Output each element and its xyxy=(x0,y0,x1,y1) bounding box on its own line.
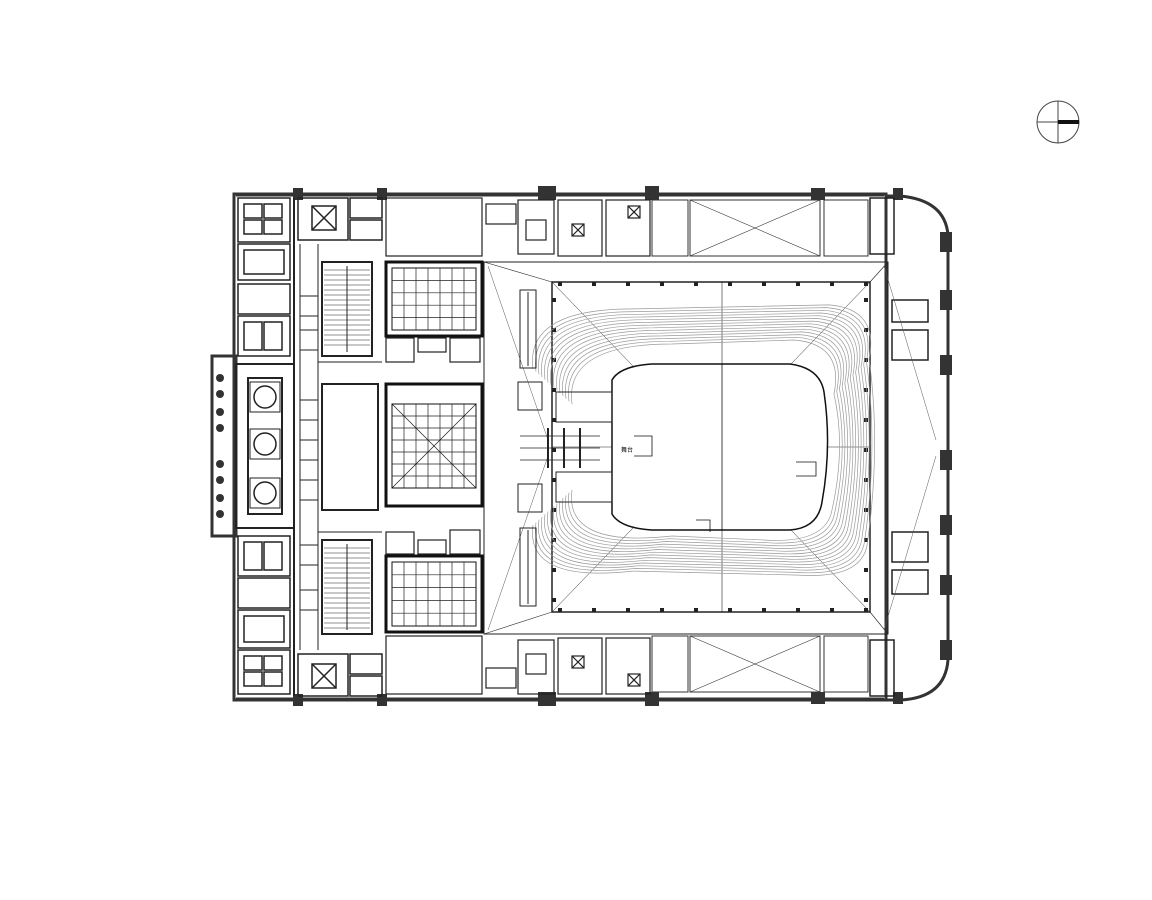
stage-axis xyxy=(634,364,817,532)
right-side-rooms xyxy=(869,197,929,697)
service-blocks-left xyxy=(297,197,383,697)
wing-diagonals xyxy=(487,265,937,631)
perimeter-piers xyxy=(293,186,952,706)
service-cores-top xyxy=(517,199,651,695)
seating-contours xyxy=(532,304,875,576)
left-corridor xyxy=(293,198,319,696)
small-rooms-center-left xyxy=(385,197,517,695)
central-hall xyxy=(318,361,382,533)
left-wing-rooms xyxy=(237,197,291,695)
stage-column-markers xyxy=(552,282,868,612)
left-facade-columns xyxy=(216,374,224,518)
inner-stage-floor xyxy=(611,363,829,531)
proscenium-steps xyxy=(520,428,600,468)
left-entrance-hall xyxy=(235,363,295,529)
side-stages xyxy=(651,199,869,693)
proscenium-platforms xyxy=(517,289,613,607)
stage-label: 舞台 xyxy=(621,446,633,454)
north-arrow-icon xyxy=(1036,100,1080,144)
stairs-left xyxy=(321,261,373,635)
gridded-halls xyxy=(384,260,484,634)
